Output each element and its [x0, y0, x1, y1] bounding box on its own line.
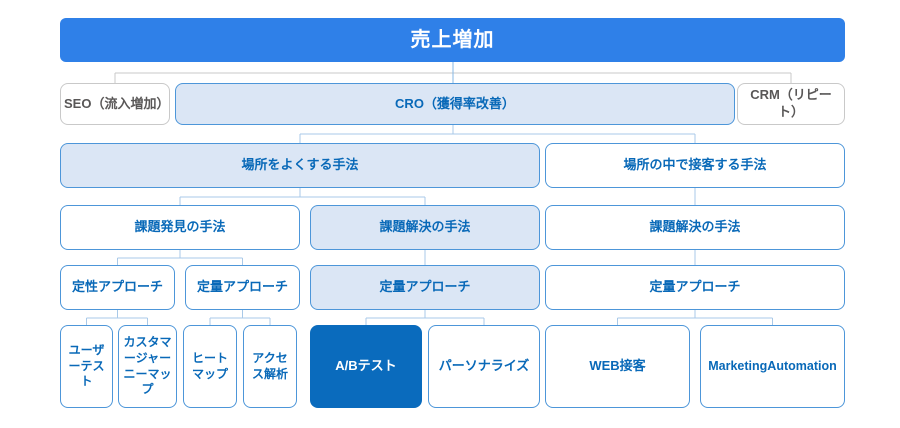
node-discover-issues-method: 課題発見の手法 [60, 205, 300, 250]
node-ab-test: A/Bテスト [310, 325, 422, 408]
node-cro: CRO（獲得率改善） [175, 83, 735, 125]
node-serve-in-place-method: 場所の中で接客する手法 [545, 143, 845, 188]
node-seo: SEO（流入増加） [60, 83, 170, 125]
node-qualitative-approach: 定性アプローチ [60, 265, 175, 310]
node-quantitative-approach-right: 定量アプローチ [545, 265, 845, 310]
node-quantitative-approach-mid: 定量アプローチ [310, 265, 540, 310]
node-marketing-automation: MarketingAutomation [700, 325, 845, 408]
node-sales-increase: 売上増加 [60, 18, 845, 62]
node-personalize: パーソナライズ [428, 325, 540, 408]
node-user-test: ユーザーテスト [60, 325, 113, 408]
node-quantitative-approach-left: 定量アプローチ [185, 265, 300, 310]
node-crm: CRM（リピート） [737, 83, 845, 125]
node-solve-issues-method-right: 課題解決の手法 [545, 205, 845, 250]
node-customer-journey-map: カスタマージャーニーマップ [118, 325, 177, 408]
node-access-analysis: アクセス解析 [243, 325, 297, 408]
node-web-customer-service: WEB接客 [545, 325, 690, 408]
node-heat-map: ヒートマップ [183, 325, 237, 408]
node-solve-issues-method-left: 課題解決の手法 [310, 205, 540, 250]
node-improve-place-method: 場所をよくする手法 [60, 143, 540, 188]
